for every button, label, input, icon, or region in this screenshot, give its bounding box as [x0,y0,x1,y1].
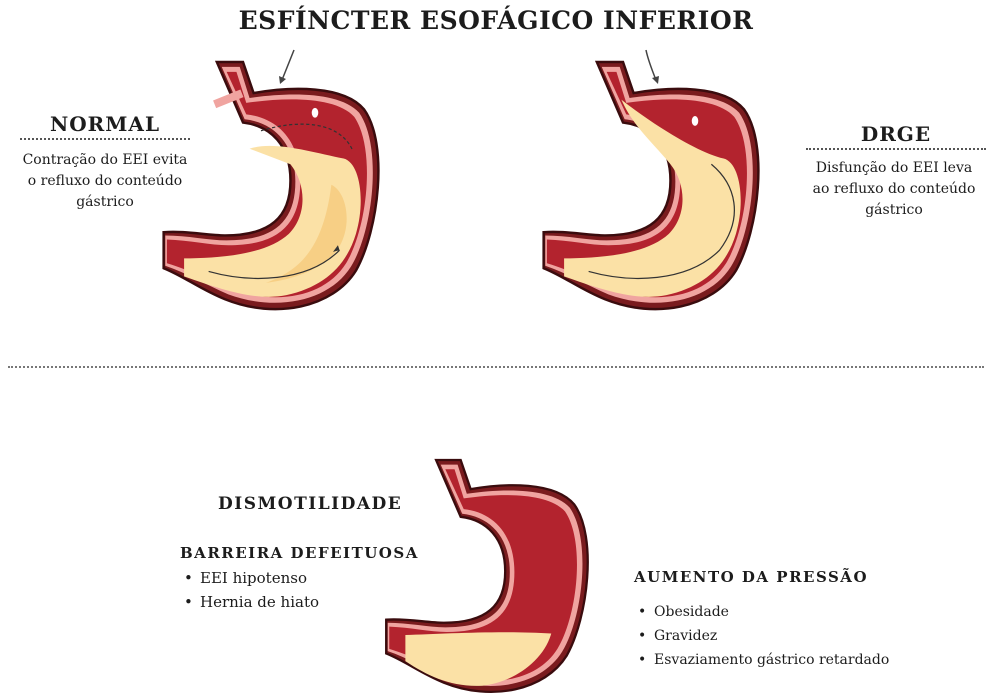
dismotilidade-heading: DISMOTILIDADE [218,494,402,514]
normal-description-line: o refluxo do conteúdo [0,171,210,192]
normal-heading: NORMAL [20,112,190,140]
bullet-icon: • [638,600,646,624]
list-item: • Obesidade [634,600,889,624]
stomach-drge-illustration [530,62,770,332]
list-item-label: EEI hipotenso [200,569,307,587]
list-item: • Esvaziamento gástrico retardado [634,648,889,672]
normal-description-line: Contração do EEI evita [0,150,210,171]
list-item-label: Esvaziamento gástrico retardado [654,652,889,668]
list-item-label: Gravidez [654,628,717,644]
drge-description-line: Disfunção do EEI leva [796,158,992,179]
bullet-icon: • [184,590,193,614]
section-divider [8,366,984,368]
list-item-label: Hernia de hiato [200,593,319,611]
bullet-icon: • [638,624,646,648]
pointer-arrow-icon [640,48,670,88]
pointer-arrow-icon [270,48,300,88]
list-item-label: Obesidade [654,604,729,620]
bullet-icon: • [184,566,193,590]
list-item: • Hernia de hiato [180,590,319,614]
drge-description: Disfunção do EEI leva ao refluxo do cont… [796,158,992,221]
page-title: ESFÍNCTER ESOFÁGICO INFERIOR [0,6,992,35]
pressao-list: • Obesidade • Gravidez • Esvaziamento gástr… [634,600,889,672]
pressao-heading: AUMENTO DA PRESSÃO [634,568,868,586]
list-item: • EEI hipotenso [180,566,319,590]
normal-description-line: gástrico [0,192,210,213]
drge-description-line: ao refluxo do conteúdo [796,179,992,200]
drge-description-line: gástrico [796,200,992,221]
barreira-list: • EEI hipotenso • Hernia de hiato [180,566,319,614]
barreira-heading: BARREIRA DEFEITUOSA [180,544,419,562]
bullet-icon: • [638,648,646,672]
drge-heading: DRGE [806,122,986,150]
normal-description: Contração do EEI evita o refluxo do cont… [0,150,210,213]
list-item: • Gravidez [634,624,889,648]
